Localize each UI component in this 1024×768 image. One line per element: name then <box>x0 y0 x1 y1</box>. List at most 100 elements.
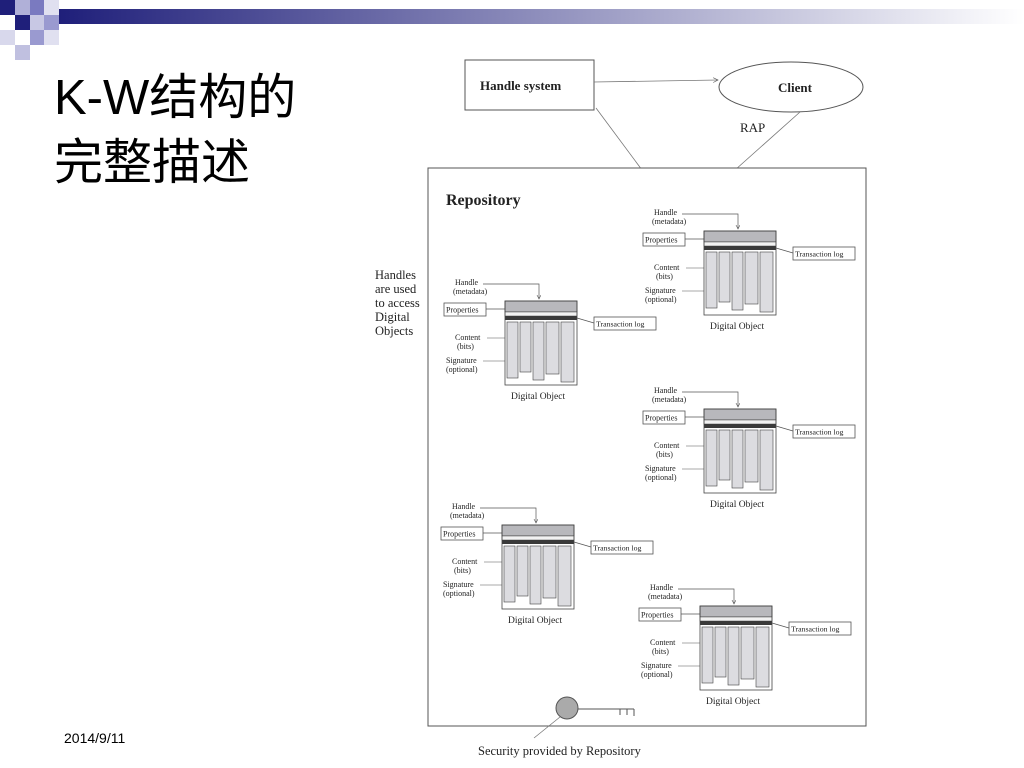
do-properties-box <box>642 232 686 247</box>
do-content-column <box>516 545 529 597</box>
do-content-column <box>718 251 731 303</box>
do-content-column <box>727 626 740 686</box>
handles-note-line: to access <box>375 296 420 310</box>
do-content-column <box>557 545 572 607</box>
do-signature-sub-label: (optional) <box>645 473 677 482</box>
do-signature-sub-label: (optional) <box>443 589 475 598</box>
do-signature-sub-label: (optional) <box>645 295 677 304</box>
handle-system-label: Handle system <box>480 78 561 93</box>
do-content-column <box>545 321 560 375</box>
do-log-stripe <box>704 424 776 428</box>
do-signature-sub-label: (optional) <box>446 365 478 374</box>
deco-square-1 <box>0 0 15 15</box>
deco-gradient-bar <box>59 9 1024 24</box>
do-header-bar <box>501 524 575 537</box>
do-transaction-log-link <box>775 425 794 432</box>
handles-note-line: are used <box>375 282 417 296</box>
do-content-label: Content <box>650 638 676 647</box>
do-content-column <box>560 321 575 383</box>
do-handle-label: Handle <box>455 278 479 287</box>
deco-square-3 <box>30 0 44 15</box>
do-signature-label: Signature <box>641 661 672 670</box>
do-handle-meta-label: (metadata) <box>652 395 687 404</box>
digital-object-2: Handle (metadata) Properties Transaction… <box>443 278 657 402</box>
do-log-stripe <box>502 540 574 544</box>
do-transaction-log-link <box>573 541 592 548</box>
do-transaction-log-link <box>771 622 790 629</box>
deco-square-4 <box>15 15 30 30</box>
slide-date: 2014/9/11 <box>64 730 126 746</box>
do-transaction-log-label: Transaction log <box>795 428 844 437</box>
do-transaction-log-box <box>593 316 657 331</box>
do-transaction-log-label: Transaction log <box>596 320 645 329</box>
do-properties-box <box>638 607 682 622</box>
do-caption: Digital Object <box>710 500 764 510</box>
do-log-stripe <box>704 246 776 250</box>
deco-square-5 <box>30 15 44 30</box>
do-content-column <box>701 626 714 684</box>
do-content-column <box>506 321 519 379</box>
digital-object-4: Handle (metadata) Properties Transaction… <box>440 502 654 626</box>
do-transaction-log-box <box>788 621 852 636</box>
do-transaction-log-box <box>590 540 654 555</box>
do-content-sub-label: (bits) <box>457 342 474 351</box>
do-properties-label: Properties <box>641 611 673 620</box>
do-content-column <box>532 321 545 381</box>
do-outer-frame <box>699 605 773 691</box>
do-header-bar <box>504 300 578 313</box>
do-signature-label: Signature <box>645 286 676 295</box>
client-ellipse <box>718 61 864 113</box>
do-outer-frame <box>703 408 777 494</box>
do-content-column <box>529 545 542 605</box>
do-content-label: Content <box>455 333 481 342</box>
do-content-column <box>705 251 718 309</box>
digital-object-1: Handle (metadata) Properties Transaction… <box>642 208 856 332</box>
do-log-stripe <box>505 316 577 320</box>
do-outer-frame <box>504 300 578 386</box>
deco-square-11 <box>44 0 59 15</box>
do-handle-meta-label: (metadata) <box>453 287 488 296</box>
slide-title-line-1: K-W结构的 <box>54 71 297 125</box>
do-caption: Digital Object <box>706 697 760 707</box>
handles-note: Handles are used to access Digital Objec… <box>375 268 423 338</box>
do-transaction-log-box <box>792 246 856 261</box>
do-handle-label: Handle <box>654 208 678 217</box>
do-content-sub-label: (bits) <box>652 647 669 656</box>
do-transaction-log-label: Transaction log <box>791 625 840 634</box>
slide-decoration <box>0 0 1024 60</box>
do-properties-box <box>440 526 484 541</box>
do-signature-label: Signature <box>446 356 477 365</box>
digital-object-3: Handle (metadata) Properties Transaction… <box>642 386 856 510</box>
handles-note-line: Objects <box>375 324 413 338</box>
do-content-label: Content <box>654 263 680 272</box>
deco-square-10 <box>15 45 30 60</box>
do-properties-band <box>703 419 777 425</box>
do-content-column <box>759 429 774 491</box>
do-transaction-log-link <box>576 317 595 324</box>
deco-square-6 <box>44 15 59 30</box>
digital-objects: Handle (metadata) Properties Transaction… <box>440 208 856 707</box>
do-signature-sub-label: (optional) <box>641 670 673 679</box>
do-content-column <box>503 545 516 603</box>
do-content-label: Content <box>452 557 478 566</box>
handles-note-line: Handles <box>375 268 416 282</box>
do-header-bar <box>703 408 777 421</box>
do-properties-label: Properties <box>645 414 677 423</box>
do-content-column <box>744 251 759 305</box>
do-header-bar <box>703 230 777 243</box>
do-content-column <box>705 429 718 487</box>
do-outer-frame <box>703 230 777 316</box>
do-handle-label: Handle <box>650 583 674 592</box>
do-caption: Digital Object <box>511 392 565 402</box>
do-content-column <box>542 545 557 599</box>
do-content-column <box>714 626 727 678</box>
do-properties-label: Properties <box>645 236 677 245</box>
do-properties-label: Properties <box>446 306 478 315</box>
do-caption: Digital Object <box>508 616 562 626</box>
client-label: Client <box>778 80 813 95</box>
deco-square-2 <box>15 0 30 15</box>
do-properties-band <box>501 535 575 541</box>
handle-system-box <box>464 59 595 111</box>
do-content-column <box>744 429 759 483</box>
